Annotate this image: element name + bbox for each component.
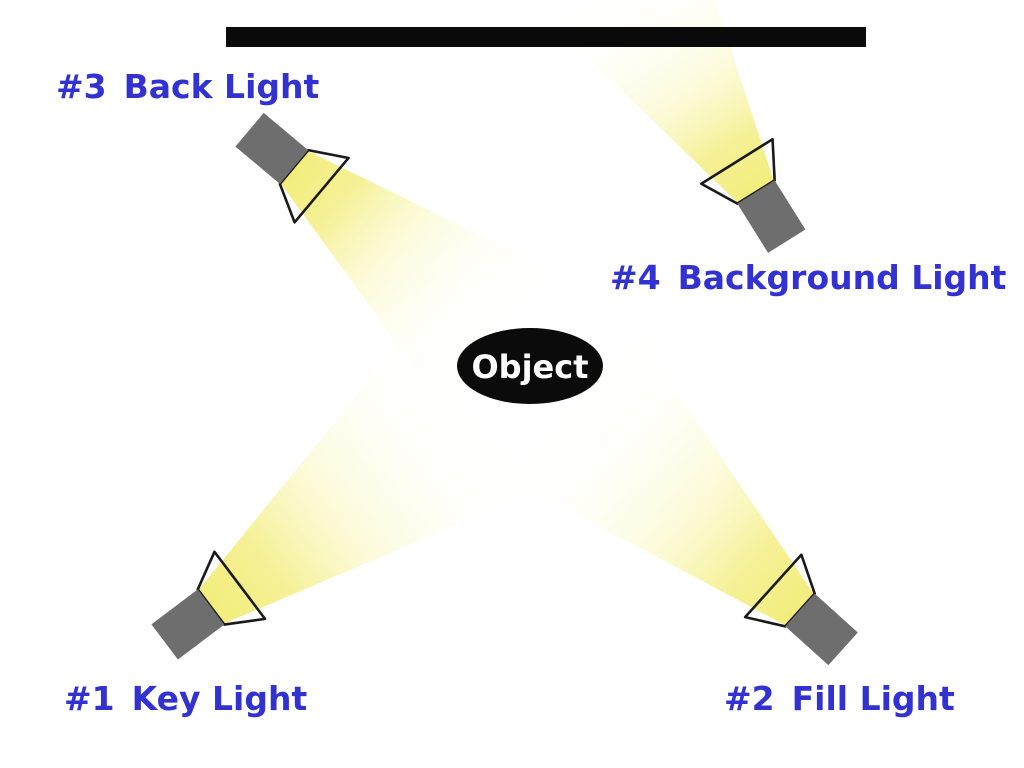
key-light-beam <box>198 326 537 624</box>
back-light-name: Back Light <box>124 67 320 106</box>
back-light-label: #3 Back Light <box>56 67 319 106</box>
fill-light-beam <box>504 329 815 626</box>
back-light-number: #3 <box>56 67 107 106</box>
key-light-label: #1 Key Light <box>64 679 307 718</box>
background-bar <box>226 27 866 47</box>
fill-light-number: #2 <box>724 679 775 718</box>
key-light-name: Key Light <box>132 679 308 718</box>
fill-light-label: #2 Fill Light <box>724 679 955 718</box>
background-light-number: #4 <box>610 258 661 297</box>
background-light-label: #4 Background Light <box>610 258 1007 297</box>
object-label: Object <box>471 348 588 386</box>
fill-light-name: Fill Light <box>792 679 955 718</box>
background-light-name: Background Light <box>678 258 1007 297</box>
background-light-beam <box>553 0 774 204</box>
object-ellipse <box>457 328 603 404</box>
key-light-number: #1 <box>64 679 115 718</box>
